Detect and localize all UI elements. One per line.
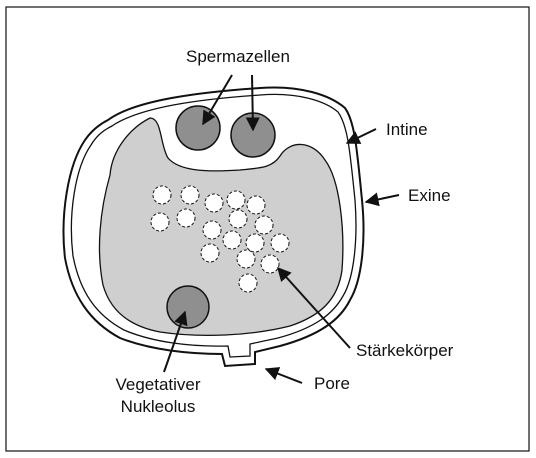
starch-grain — [201, 244, 219, 262]
arrow-sperm-right — [252, 75, 253, 130]
starch-grain — [237, 250, 255, 268]
starch-grain — [227, 191, 245, 209]
label-nucleolus-line2: Nukleolus — [121, 397, 196, 416]
starch-grain — [239, 274, 257, 292]
starch-grain — [151, 213, 169, 231]
starch-grain — [223, 231, 241, 249]
label-intine: Intine — [386, 120, 428, 139]
label-starch-bodies: Stärkekörper — [356, 341, 454, 360]
label-exine: Exine — [408, 186, 451, 205]
sperm-cell-left — [176, 106, 220, 150]
starch-grain — [247, 196, 265, 214]
starch-grain — [181, 186, 199, 204]
label-sperm-cells: Spermazellen — [186, 47, 290, 66]
starch-grain — [246, 234, 264, 252]
vegetative-nucleolus — [167, 286, 209, 328]
starch-grain — [261, 255, 279, 273]
label-pore: Pore — [314, 374, 350, 393]
starch-grain — [229, 210, 247, 228]
starch-grain — [271, 234, 289, 252]
label-nucleolus-line1: Vegetativer — [115, 375, 200, 394]
starch-grain — [205, 194, 223, 212]
starch-grain — [203, 221, 221, 239]
starch-grain — [177, 209, 195, 227]
starch-grain — [255, 216, 273, 234]
starch-grain — [153, 186, 171, 204]
